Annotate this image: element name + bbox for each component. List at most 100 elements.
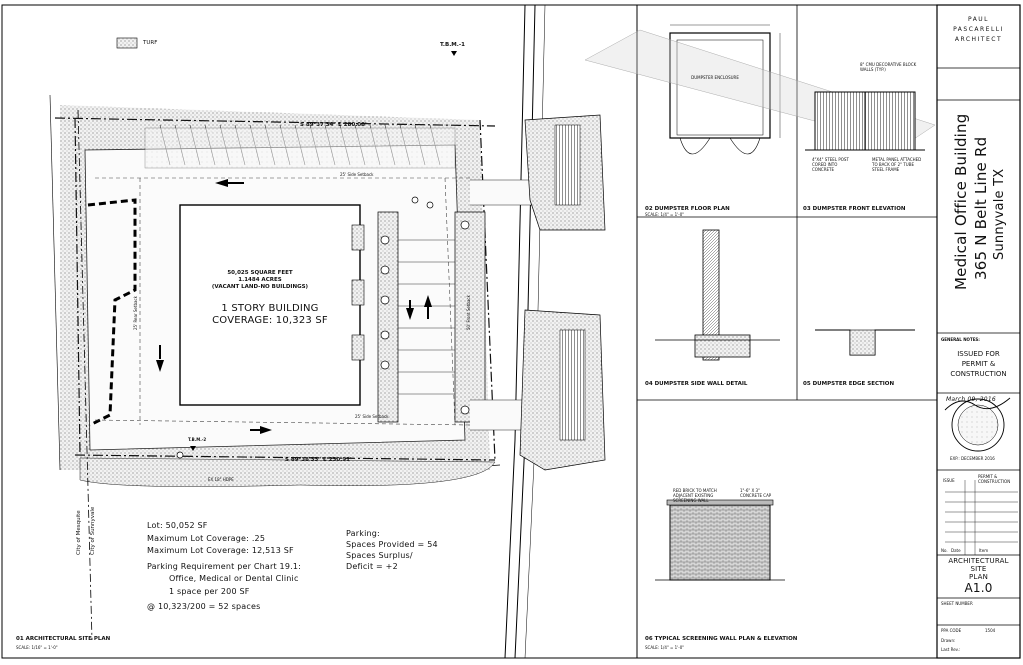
- side-wall-block: [702, 229, 720, 361]
- parking-info-block: Parking: Spaces Provided = 54 Spaces Sur…: [346, 528, 438, 572]
- issue-line-1: ISSUED FOR: [957, 350, 1000, 358]
- use-classification: Office, Medical or Dental Clinic: [169, 574, 299, 583]
- area-line-2: 1.1484 ACRES: [238, 277, 282, 283]
- detail-03-title: 03 DUMPSTER FRONT ELEVATION: [803, 206, 906, 212]
- hdpe-label: EX 18" HDPE: [208, 477, 234, 482]
- ppa-code: 1504: [985, 628, 996, 633]
- no-label: No.: [941, 548, 948, 553]
- property-line-rear: [74, 117, 81, 456]
- project-city: Sunnyvale TX: [992, 168, 1007, 260]
- site-plan-caption: 01 ARCHITECTURAL SITE PLAN: [16, 636, 111, 642]
- sheet-title-3: PLAN: [968, 573, 989, 581]
- tbm2-symbol: [190, 446, 196, 451]
- area-line-3: (VACANT LAND-NO BUILDINGS): [211, 284, 309, 290]
- parking-requirement: Parking Requirement per Chart 19.1:: [147, 561, 302, 571]
- detail-04-title: 04 DUMPSTER SIDE WALL DETAIL: [645, 381, 748, 387]
- issue-col-1: ISSUE: [943, 478, 955, 483]
- building-entries: [351, 224, 365, 361]
- lot-area: Lot: 50,052 SF: [147, 521, 208, 530]
- bearing-top: S 89°37'34" E 280.08': [300, 122, 367, 128]
- issue-line-2: PERMIT &: [961, 360, 996, 368]
- issue-line-3: CONSTRUCTION: [950, 370, 1007, 378]
- setback-lines: [94, 177, 471, 426]
- turf-legend-swatch: [116, 37, 138, 49]
- drawn-label: Drawn:: [941, 638, 956, 643]
- turf-legend-label: TURF: [143, 40, 158, 46]
- site-area-note: 50,025 SQUARE FEET 1.1484 ACRES (VACANT …: [200, 270, 320, 291]
- detail-02-title: 02 DUMPSTER FLOOR PLAN: [645, 206, 730, 212]
- sheet-title-2: SITE: [970, 565, 987, 573]
- metal-panel-note: METAL PANEL ATTACHED TO BACK OF 2" TUBE …: [872, 157, 922, 172]
- setback-side-bottom: 25' Side Setback: [355, 414, 389, 419]
- building-footprint: [179, 204, 361, 406]
- signature-date: March 09, 2016: [946, 396, 996, 403]
- dumpster-gate-swing: [679, 137, 761, 155]
- seal-expiration: EXP.: DECEMBER 2016: [950, 456, 995, 461]
- setback-side-top: 25' Side Setback: [340, 172, 374, 177]
- parking-ratio: 1 space per 200 SF: [169, 586, 250, 596]
- dumpster-floor-outline: [669, 32, 771, 139]
- trees: [176, 196, 470, 459]
- firm-line-2: PASCARELLI: [953, 26, 1004, 33]
- spaces-deficit: Deficit = +2: [346, 562, 398, 571]
- issue-col-2: PERMIT & CONSTRUCTION: [978, 474, 1011, 484]
- sheet-title-1: ARCHITECTURAL: [948, 557, 1009, 565]
- parking-calculation: @ 10,323/200 = 52 spaces: [147, 602, 261, 611]
- red-brick-note: RED BRICK TO MATCH ADJACENT EXISTING SCR…: [673, 488, 717, 503]
- detail-06-title: 06 TYPICAL SCREENING WALL PLAN & ELEVATI…: [645, 636, 798, 642]
- setback-rear: 25' Rear Setback: [133, 296, 138, 330]
- firm-line-3: ARCHITECT: [954, 36, 1003, 43]
- parking-label: Parking:: [346, 529, 380, 538]
- edge-section-curb: [849, 329, 876, 356]
- item-label: Item: [979, 548, 989, 553]
- project-address: 365 N Belt Line Rd: [972, 136, 990, 280]
- east-parking-south: [559, 329, 586, 441]
- date-label: Date: [951, 548, 961, 553]
- signature-scribble: [944, 397, 1011, 411]
- right-islands: [377, 211, 486, 423]
- bearing-bottom: S 89°38'33" E 230.91': [285, 457, 352, 463]
- issue-table-lines: [945, 480, 1018, 555]
- dumpster-enclosure-label: DUMPSTER ENCLOSURE: [691, 75, 739, 80]
- dumpster-floor-inner: [676, 39, 764, 136]
- city-sunnyvale-label: City of Sunnyvale: [90, 506, 96, 555]
- setback-front: 50' Front Setback: [466, 295, 471, 330]
- firm-line-1: PAUL: [967, 16, 990, 23]
- sheet-number-label: SHEET NUMBER: [941, 601, 973, 606]
- west-boundary-line: [49, 94, 61, 471]
- firm-name: PAUL PASCARELLI ARCHITECT: [937, 15, 1020, 45]
- general-notes-label: GENERAL NOTES:: [941, 337, 980, 342]
- screening-wall-cap: [666, 499, 774, 506]
- steel-post-note: 4"X4" STEEL POST CORED INTO CONCRETE: [812, 157, 849, 172]
- area-line-1: 50,025 SQUARE FEET: [227, 270, 293, 276]
- detail-02-scale: SCALE: 1/4" = 1'-0": [645, 212, 685, 217]
- tbm1-label: T.B.M.-1: [440, 42, 465, 48]
- detail-06-scale: SCALE: 1/4" = 1'-0": [645, 645, 685, 650]
- road-edge-1: [504, 4, 526, 659]
- bottom-turf: [79, 457, 496, 487]
- east-parking-north: [554, 124, 581, 206]
- spaces-provided: Spaces Provided = 54: [346, 540, 438, 549]
- site-plan-scale: SCALE: 1/16" = 1'-0": [16, 645, 58, 650]
- building-line-2: COVERAGE: 10,323 SF: [212, 315, 328, 326]
- side-wall-footing: [694, 334, 751, 358]
- building-coverage-note: 1 STORY BUILDING COVERAGE: 10,323 SF: [195, 303, 345, 327]
- project-name: Medical Office Building: [952, 113, 970, 290]
- concrete-cap-note: 1"-6" X 3" CONCRETE CAP: [740, 488, 772, 498]
- spaces-surplus: Spaces Surplus/: [346, 551, 413, 560]
- property-line-top: [54, 117, 496, 127]
- sheet-number: A1.0: [964, 581, 993, 595]
- max-lot-coverage: Maximum Lot Coverage: .25: [147, 533, 266, 543]
- sheet-title: ARCHITECTURAL SITE PLAN: [937, 557, 1020, 581]
- issue-status: ISSUED FOR PERMIT & CONSTRUCTION: [937, 349, 1020, 379]
- last-rev-label: Last Rev.:: [941, 647, 961, 652]
- building-line-1: 1 STORY BUILDING: [221, 303, 319, 314]
- ppa-code-label: PPA CODE: [941, 628, 962, 633]
- lot-info-block: Lot: 50,052 SF Maximum Lot Coverage: .25…: [147, 520, 301, 614]
- cmu-note: 8" CMU DECORATIVE BLOCK WALLS (TYP.): [860, 62, 917, 72]
- screening-wall-elevation: [669, 504, 771, 581]
- city-mesquite-label: City of Mesquite: [76, 510, 82, 555]
- architect-seal-inner: [957, 404, 999, 446]
